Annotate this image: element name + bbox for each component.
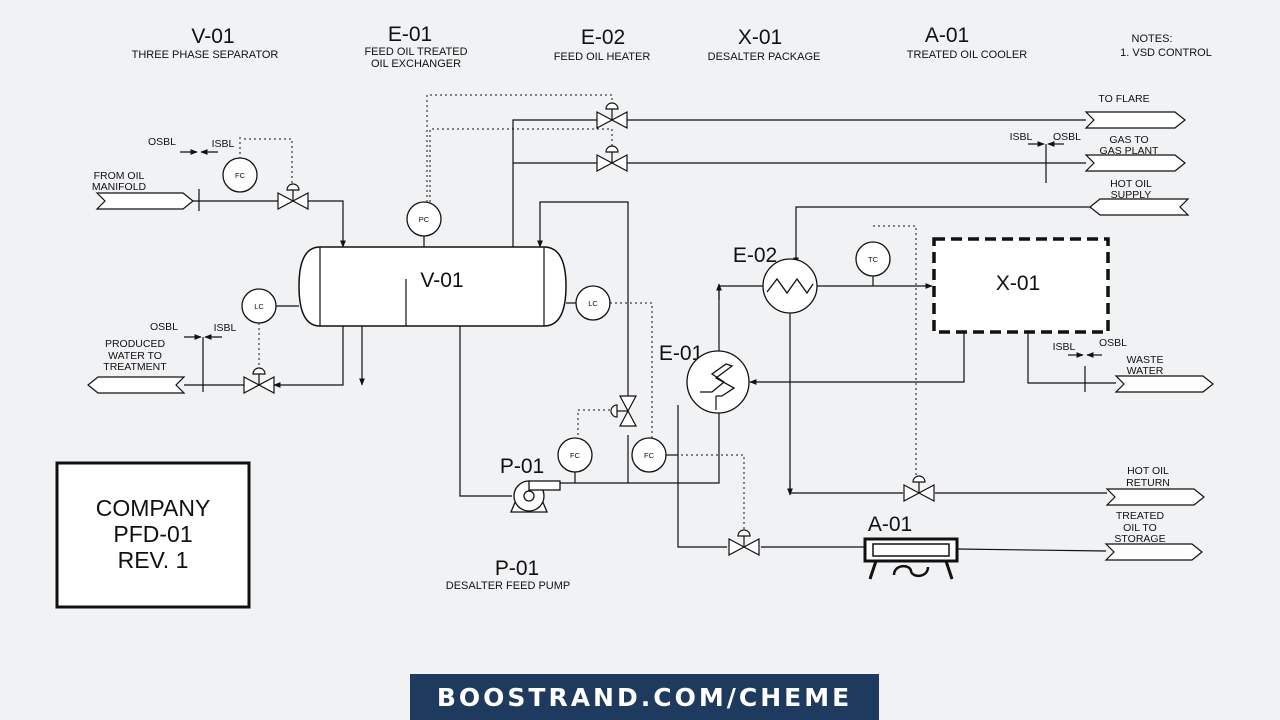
svg-text:LC: LC <box>588 299 598 308</box>
isbl-label-feed: ISBL <box>212 138 235 150</box>
svg-text:FC: FC <box>644 451 655 460</box>
title-block-company: COMPANY <box>96 495 211 521</box>
stream-gas-line1: GAS TO <box>1109 134 1148 146</box>
separator-v01: V-01 <box>298 246 567 327</box>
legend-tag-e02: E-02 <box>581 26 625 49</box>
pump-tag: P-01 <box>500 455 544 478</box>
title-block-drawing-number: PFD-01 <box>113 521 192 547</box>
legend-desc-e02: FEED OIL HEATER <box>554 51 651 63</box>
title-block-revision: REV. 1 <box>118 547 189 573</box>
heater-e02: E-02 <box>733 244 818 314</box>
stream-produced-water-line3: TREATMENT <box>103 361 167 373</box>
stream-hot-oil-supply-line2: SUPPLY <box>1111 189 1152 201</box>
isbl-label-waste: ISBL <box>1053 341 1076 353</box>
stream-from-oil-line1: FROM OIL <box>94 170 145 182</box>
flare-pressure-valve <box>596 102 628 129</box>
legend-desc-x01: DESALTER PACKAGE <box>708 51 821 63</box>
process-lines <box>184 119 1149 552</box>
stream-treated-oil-line3: STORAGE <box>1114 533 1165 545</box>
desalter-x01: X-01 <box>932 237 1110 334</box>
stream-waste-water-line2: WATER <box>1127 365 1164 377</box>
exchanger-e01: E-01 <box>659 342 750 414</box>
legend-tag-v01: V-01 <box>191 25 234 48</box>
svg-text:FC: FC <box>235 171 246 180</box>
feed-control-valve <box>277 183 309 210</box>
notes-title: NOTES: <box>1132 33 1173 45</box>
feed-flow-controller: FC <box>222 157 258 193</box>
stream-gas-line2: GAS PLANT <box>1100 145 1160 157</box>
pump-caption-tag: P-01 <box>495 557 539 580</box>
heater-tag: E-02 <box>733 244 777 267</box>
osbl-label-feed: OSBL <box>148 136 176 148</box>
legend-desc-e01-line2: OIL EXCHANGER <box>371 58 461 70</box>
cooler-a01: A-01 <box>863 513 959 580</box>
water-level-control-valve <box>243 367 275 394</box>
osbl-label-waste: OSBL <box>1099 337 1127 349</box>
stream-treated-oil-line2: OIL TO <box>1123 522 1157 534</box>
legend-desc-e01-line1: FEED OIL TREATED <box>364 46 467 58</box>
website-banner: BOOSTRAND.COM/CHEME <box>410 674 879 720</box>
stream-hot-oil-supply-line1: HOT OIL <box>1110 178 1152 190</box>
cooler-tag: A-01 <box>868 513 912 536</box>
legend-tag-x01: X-01 <box>738 26 782 49</box>
stream-labels: FROM OIL MANIFOLD PRODUCED WATER TO TREA… <box>92 93 1170 545</box>
svg-text:TC: TC <box>868 255 879 264</box>
pump-caption-desc: DESALTER FEED PUMP <box>446 580 571 592</box>
svg-text:FC: FC <box>570 451 581 460</box>
legend-desc-v01: THREE PHASE SEPARATOR <box>132 49 279 61</box>
instruments: FC PC LC LC FC FC TC <box>222 157 891 483</box>
stream-from-oil-line2: MANIFOLD <box>92 181 147 193</box>
stream-waste-water-line1: WASTE <box>1127 354 1164 366</box>
legend-tag-e01: E-01 <box>388 23 432 46</box>
oil-level-controller: LC <box>575 285 611 321</box>
stream-hot-oil-return-line2: RETURN <box>1126 477 1170 489</box>
title-block: COMPANY PFD-01 REV. 1 <box>55 461 251 609</box>
valves <box>243 102 935 556</box>
isbl-label-gas: ISBL <box>1010 131 1033 143</box>
treated-oil-flow-controller: FC <box>631 437 667 473</box>
osbl-label-water: OSBL <box>150 321 178 333</box>
gas-pressure-valve <box>596 145 628 172</box>
legend-tag-a01: A-01 <box>925 24 969 47</box>
stream-to-flare: TO FLARE <box>1098 93 1149 105</box>
treated-oil-flow-valve <box>728 529 760 556</box>
stream-hot-oil-return-line1: HOT OIL <box>1127 465 1169 477</box>
recycle-flow-valve <box>610 395 637 427</box>
pump-flow-controller: FC <box>557 437 593 473</box>
svg-text:PC: PC <box>419 215 430 224</box>
legend-desc-a01: TREATED OIL COOLER <box>907 49 1027 61</box>
pump-caption: P-01 DESALTER FEED PUMP <box>446 557 571 592</box>
battery-limits: OSBL ISBL OSBL ISBL ISBL OSBL ISBL OSBL <box>148 131 1127 358</box>
stream-produced-water-line2: WATER TO <box>108 350 162 362</box>
hot-oil-temperature-valve <box>903 475 935 502</box>
notes-item-1: 1. VSD CONTROL <box>1120 47 1212 59</box>
separator-tag: V-01 <box>420 269 463 292</box>
stream-treated-oil-line1: TREATED <box>1116 510 1165 522</box>
osbl-label-gas: OSBL <box>1053 131 1081 143</box>
isbl-label-water: ISBL <box>214 322 237 334</box>
equipment-legend: V-01 THREE PHASE SEPARATOR E-01 FEED OIL… <box>132 23 1212 70</box>
stream-produced-water-line1: PRODUCED <box>105 338 166 350</box>
pressure-controller: PC <box>406 201 442 237</box>
off-page-connectors <box>87 111 1214 561</box>
water-level-controller: LC <box>241 288 277 324</box>
desalter-tag: X-01 <box>996 272 1040 295</box>
exchanger-tag: E-01 <box>659 342 703 365</box>
svg-text:LC: LC <box>254 302 264 311</box>
pump-p01: P-01 <box>500 455 561 513</box>
temperature-controller: TC <box>855 241 891 277</box>
